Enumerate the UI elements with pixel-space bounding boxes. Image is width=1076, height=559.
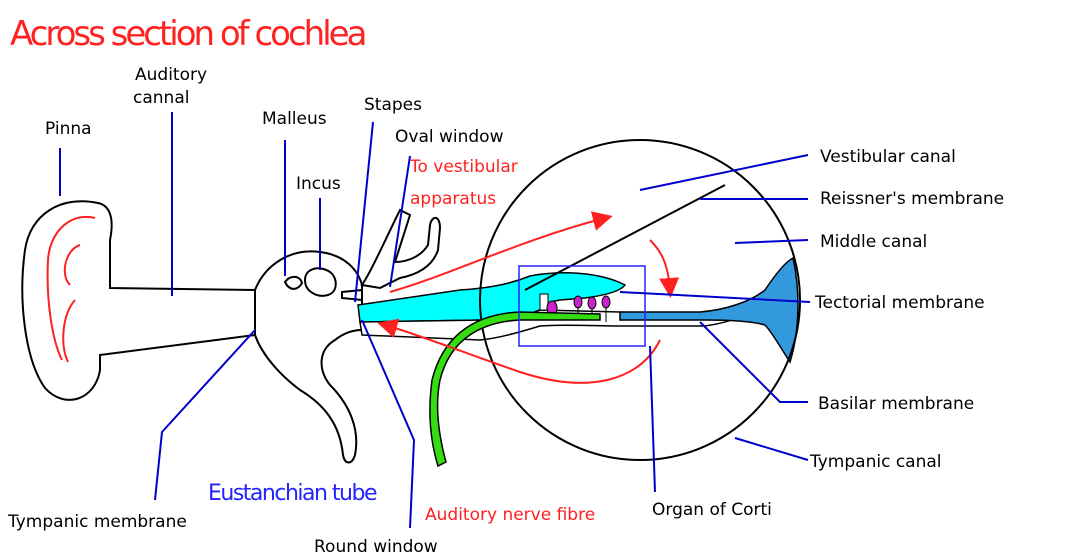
label-to-vestibular-2: apparatus [410,189,496,209]
diagram-title: Across section of cochlea [10,14,365,54]
label-auditory-nerve-fibre: Auditory nerve fibre [425,505,595,525]
malleus-shape [285,277,302,289]
label-tectorial-membrane: Tectorial membrane [814,293,985,313]
label-vestibular-canal: Vestibular canal [820,147,956,167]
label-pinna: Pinna [45,119,92,139]
basilar-region [620,258,798,362]
label-organ-of-corti: Organ of Corti [652,500,772,520]
label-basilar-membrane: Basilar membrane [818,394,974,414]
label-oval-window: Oval window [395,127,504,147]
label-eustachian-tube: Eustanchian tube [208,481,377,506]
label-to-vestibular-1: To vestibular [409,157,518,177]
incus-shape [305,268,336,295]
reissners-membrane-line [525,185,725,290]
label-tympanic-canal: Tympanic canal [809,452,942,472]
vestibular-apparatus [362,210,440,288]
label-round-window: Round window [314,537,438,557]
label-auditory-cannal-2: cannal [133,88,189,108]
stapes-shape [342,290,362,300]
arrow-downward [650,240,670,290]
label-tympanic-membrane: Tympanic membrane [7,512,187,532]
label-incus: Incus [296,174,341,194]
label-reissners-membrane: Reissner's membrane [820,189,1004,209]
label-middle-canal: Middle canal [820,232,927,252]
label-stapes: Stapes [364,95,422,115]
label-malleus: Malleus [262,109,327,129]
label-auditory-cannal-1: Auditory [135,65,207,85]
